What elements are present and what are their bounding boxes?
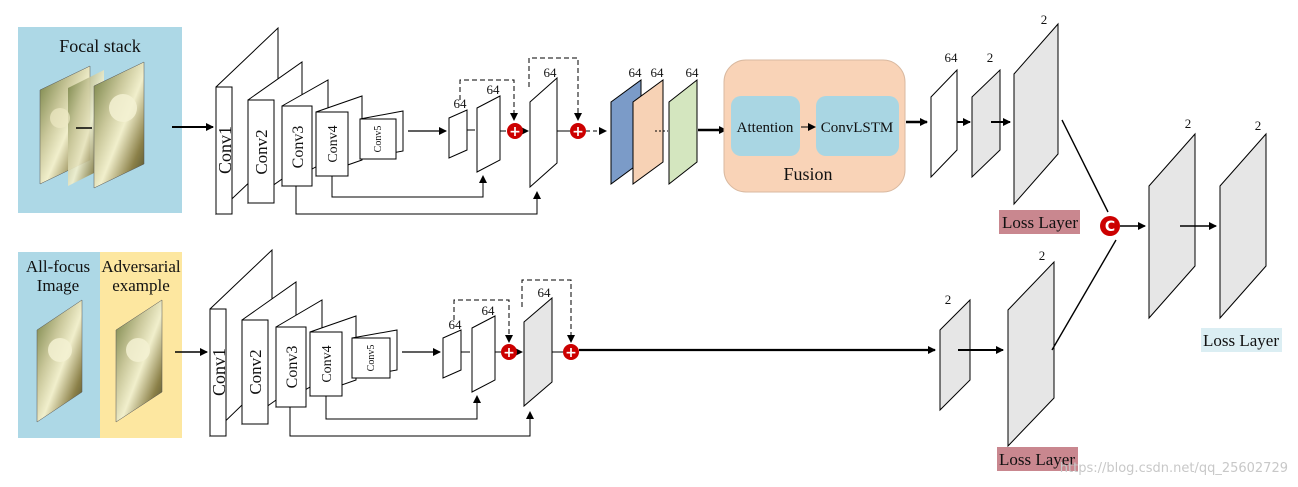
- watermark: https://blog.csdn.net/qq_25602729: [1060, 461, 1288, 476]
- conv3-label: Conv3: [284, 346, 301, 389]
- channel-label: 2: [1255, 118, 1262, 133]
- focal-stack-images: [39, 61, 145, 189]
- conv2-label: Conv2: [252, 129, 271, 174]
- loss-layer-bottom: Loss Layer: [997, 447, 1078, 471]
- convlstm-box: [816, 96, 899, 156]
- channel-label: 64: [629, 65, 643, 80]
- channel-label: 2: [1185, 116, 1192, 131]
- conv1-label: Conv1: [215, 126, 235, 174]
- add-op: +: [501, 344, 517, 361]
- svg-text:+: +: [509, 124, 521, 140]
- loss-layer-label: Loss Layer: [1203, 331, 1279, 350]
- channel-label: 2: [1039, 248, 1046, 263]
- conv4-block: Conv4: [315, 95, 363, 177]
- channel-label: 64: [482, 303, 496, 318]
- output-top: 64 2 2: [930, 12, 1059, 206]
- all-focus-input: All-focus Image: [18, 252, 100, 438]
- conv5-block: Conv5: [351, 329, 398, 379]
- merge-line: [1051, 239, 1117, 351]
- loss-layer-top: Loss Layer: [999, 210, 1080, 234]
- channel-label: 64: [544, 65, 558, 80]
- fusion-module: Attention ConvLSTM Fusion: [723, 59, 906, 193]
- conv1-label: Conv1: [209, 348, 229, 396]
- convlstm-label: ConvLSTM: [821, 120, 894, 136]
- decoder-top: 64 64 64: [295, 57, 582, 215]
- loss-layer-label: Loss Layer: [1002, 213, 1078, 232]
- focal-stack-input: Focal stack: [18, 27, 182, 213]
- final-maps: 2 2: [1148, 116, 1267, 320]
- attention-box: [731, 96, 800, 156]
- channel-label: 2: [987, 50, 994, 65]
- svg-text:+: +: [572, 124, 584, 140]
- channel-label: 2: [1041, 12, 1048, 27]
- conv-stack-top: Conv1 Conv2 Conv3 Conv4 Conv5: [215, 26, 404, 216]
- svg-text:+: +: [503, 345, 515, 361]
- conv4-label: Conv4: [326, 125, 341, 162]
- channel-label: 64: [454, 96, 468, 111]
- conv4-label: Conv4: [320, 345, 335, 382]
- output-bottom: 2 2: [939, 248, 1055, 448]
- conv5-label: Conv5: [366, 345, 377, 372]
- adversarial-input: Adversarial example: [100, 252, 182, 438]
- all-focus-label: All-focus: [26, 257, 90, 276]
- channel-label: 64: [686, 65, 700, 80]
- add-op: +: [507, 123, 523, 140]
- decoder-bottom: 64 64 64: [289, 279, 575, 437]
- adversarial-label: Adversarial: [101, 257, 181, 276]
- channel-label: 64: [651, 65, 665, 80]
- conv-stack-bottom: Conv1 Conv2 Conv3 Conv4 Conv5: [209, 248, 398, 438]
- concat-op: C: [1100, 216, 1120, 236]
- svg-text:C: C: [1105, 219, 1115, 235]
- conv5-block: Conv5: [359, 110, 404, 160]
- add-op: +: [570, 123, 586, 140]
- attention-label: Attention: [737, 120, 794, 136]
- add-op: +: [563, 344, 579, 361]
- channel-label: 64: [538, 285, 552, 300]
- channel-label: 64: [449, 317, 463, 332]
- conv4-block: Conv4: [309, 315, 357, 397]
- conv5-label: Conv5: [373, 126, 384, 153]
- channel-label: 64: [487, 82, 501, 97]
- fusion-label: Fusion: [783, 164, 832, 184]
- feature-maps: 64 64 64: [610, 65, 700, 186]
- all-focus-label-2: Image: [37, 276, 79, 295]
- svg-text:+: +: [565, 345, 577, 361]
- loss-layer-label: Loss Layer: [999, 450, 1075, 469]
- conv2-label: Conv2: [246, 349, 265, 394]
- focal-stack-label: Focal stack: [59, 36, 140, 56]
- channel-label: 2: [945, 292, 952, 307]
- loss-layer-final: Loss Layer: [1201, 328, 1282, 352]
- conv3-label: Conv3: [290, 126, 307, 169]
- channel-label: 64: [945, 50, 959, 65]
- adversarial-label-2: example: [112, 276, 170, 295]
- merge-line: [1061, 119, 1109, 213]
